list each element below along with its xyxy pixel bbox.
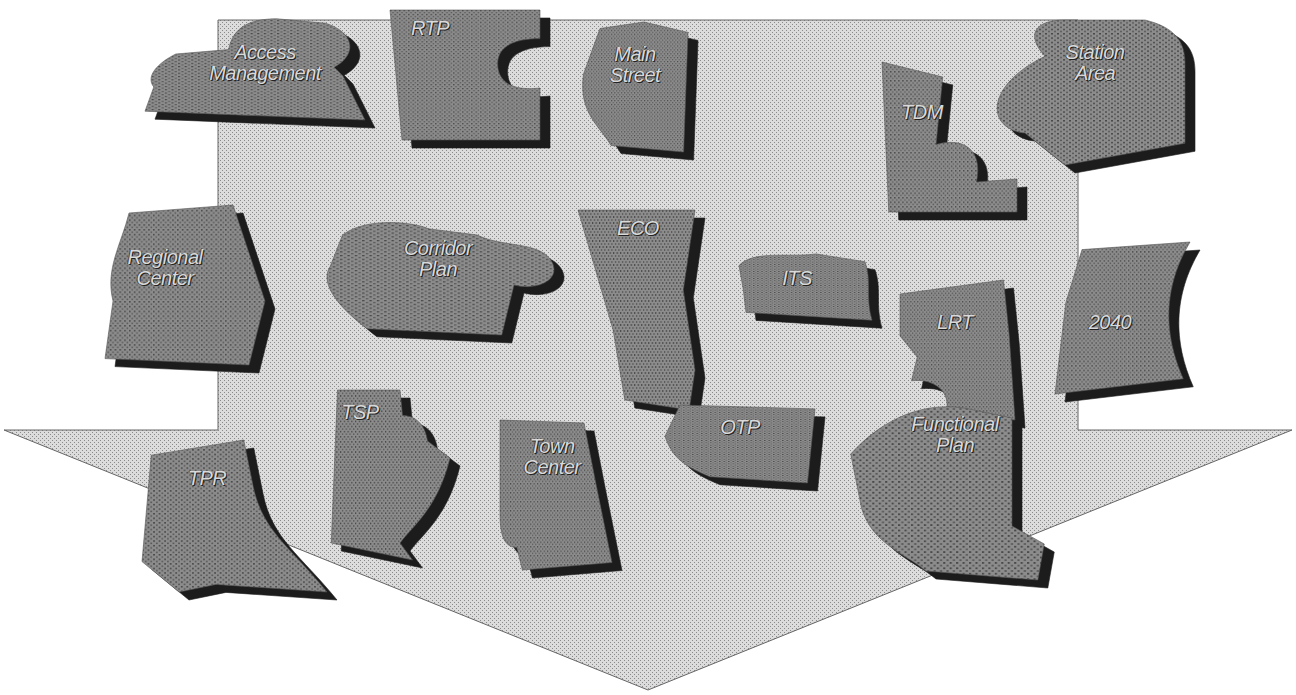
- piece-shape: [882, 62, 1017, 212]
- piece-label: Functional Plan: [895, 414, 1015, 456]
- piece-shape: [583, 22, 688, 152]
- puzzle-piece: RTP: [390, 10, 540, 140]
- piece-shape: [578, 210, 695, 410]
- piece-label: Town Center: [512, 436, 592, 478]
- piece-label: 2040: [1060, 312, 1160, 333]
- piece-shape: [851, 407, 1045, 580]
- piece-shape: [105, 205, 265, 365]
- puzzle-piece: Functional Plan: [840, 400, 1055, 580]
- puzzle-piece: Station Area: [985, 20, 1185, 165]
- piece-label: Station Area: [1045, 42, 1145, 84]
- puzzle-piece: LRT: [900, 280, 1015, 420]
- piece-label: Main Street: [590, 44, 680, 86]
- piece-outline: [142, 440, 327, 592]
- puzzle-piece: TPR: [142, 440, 327, 592]
- piece-shape: [145, 19, 365, 120]
- puzzle-piece: Access Management: [145, 10, 365, 120]
- puzzle-piece: ECO: [578, 210, 695, 410]
- piece-label: RTP: [400, 18, 460, 39]
- piece-outline: [578, 22, 688, 152]
- piece-label: Corridor Plan: [383, 238, 493, 280]
- piece-outline: [578, 210, 695, 410]
- arrow-shape: [4, 20, 1292, 690]
- piece-label: TSP: [325, 402, 395, 423]
- piece-label: Access Management: [185, 42, 345, 84]
- puzzle-piece: Main Street: [578, 22, 688, 152]
- puzzle-piece: 2040: [1055, 242, 1190, 394]
- puzzle-piece: Town Center: [500, 420, 612, 570]
- piece-label: OTP: [700, 417, 780, 438]
- piece-label: TDM: [882, 102, 962, 123]
- piece-outline: [882, 62, 1017, 212]
- piece-shape: [327, 223, 554, 336]
- puzzle-piece: TSP: [325, 390, 450, 560]
- piece-shape: [997, 20, 1185, 165]
- piece-shape: [900, 280, 1015, 420]
- piece-shape: [142, 440, 327, 592]
- piece-label: ITS: [762, 268, 832, 289]
- piece-shape: [1055, 242, 1190, 394]
- piece-label: ECO: [608, 218, 668, 239]
- piece-outline: [732, 250, 872, 328]
- puzzle-piece: Corridor Plan: [318, 210, 563, 335]
- piece-shape: [390, 10, 540, 140]
- puzzle-piece: Regional Center: [105, 205, 265, 365]
- piece-label: TPR: [157, 468, 257, 489]
- piece-shape: [665, 405, 815, 483]
- puzzle-piece: ITS: [732, 250, 872, 328]
- puzzle-piece: OTP: [665, 405, 815, 483]
- puzzle-piece: TDM: [882, 62, 1017, 212]
- piece-outline: [900, 280, 1015, 420]
- piece-label: LRT: [925, 312, 985, 333]
- piece-shape: [500, 420, 612, 570]
- piece-label: Regional Center: [110, 247, 220, 289]
- piece-shape: [739, 254, 872, 320]
